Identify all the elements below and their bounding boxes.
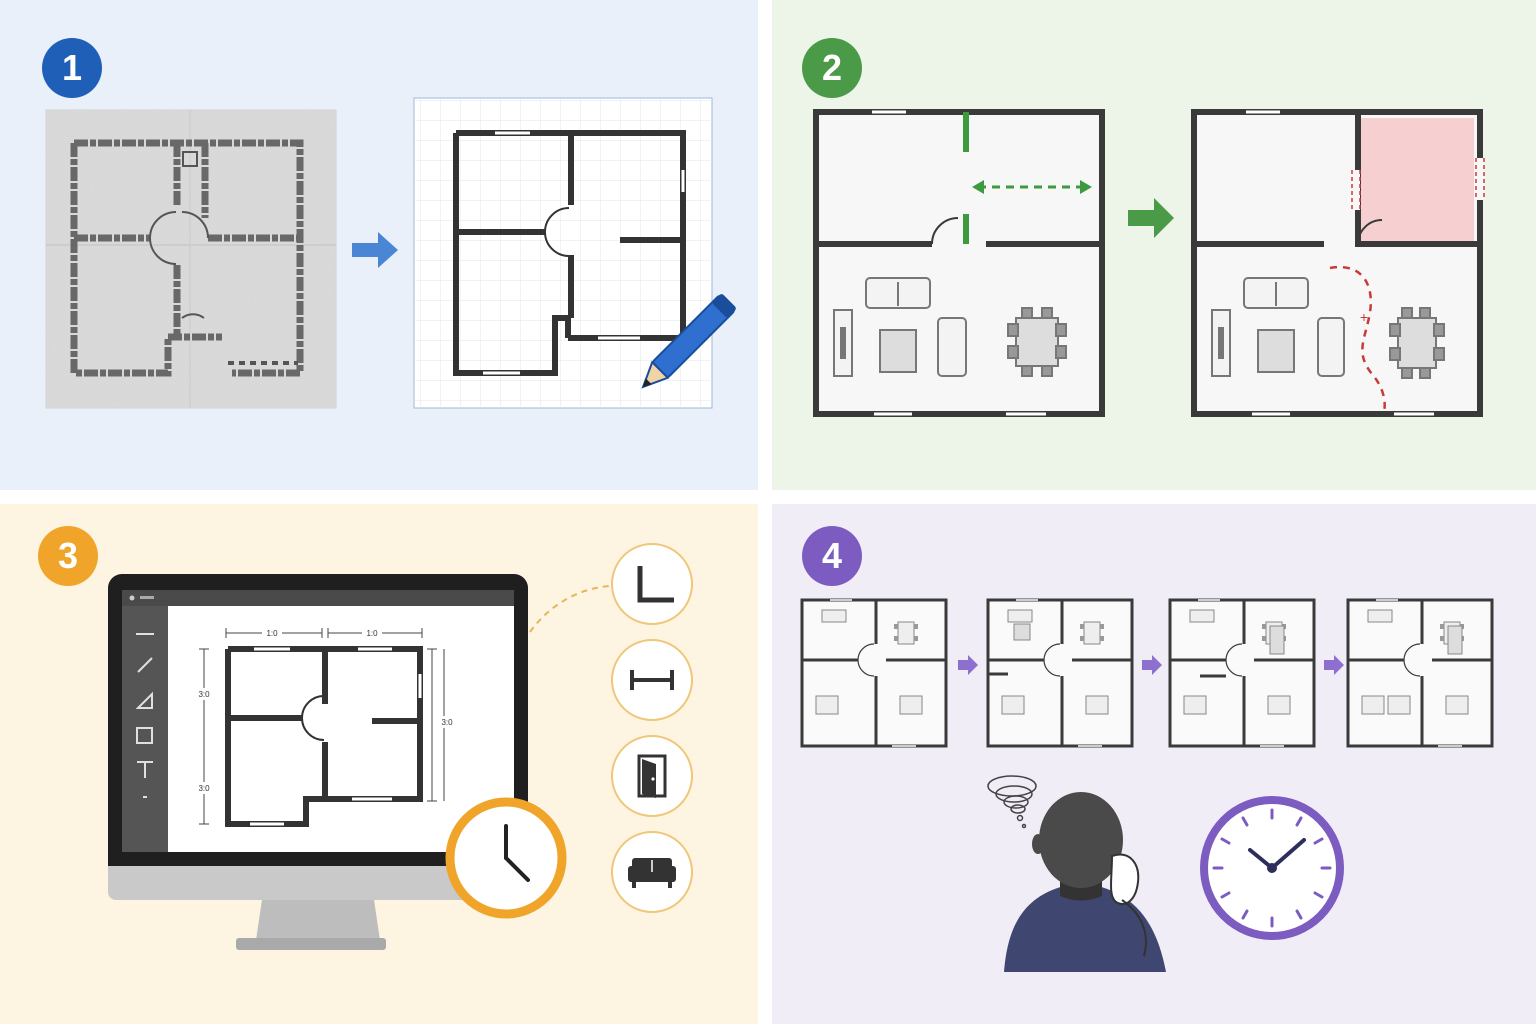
cad-tools	[611, 543, 693, 913]
layout-variant	[800, 598, 948, 748]
sofa-icon[interactable]	[611, 831, 693, 913]
clock-icon	[445, 797, 567, 919]
step-1-illustration	[45, 97, 736, 409]
arrow-right-icon	[1142, 655, 1162, 675]
step-2-panel: + 2	[772, 0, 1536, 490]
highlighted-room	[1356, 118, 1474, 242]
move-wall-arrow-icon	[972, 180, 1092, 194]
step-number: 1	[61, 47, 83, 88]
step-number: 4	[821, 535, 843, 576]
step-3-illustration: 1:0 1:0 3:0 3:0 3:0	[108, 543, 693, 950]
step-number: 2	[821, 47, 843, 88]
step-number-badge: 3	[38, 526, 98, 586]
angle-tool-icon[interactable]	[135, 691, 153, 709]
layout-variants	[800, 598, 1494, 748]
door-icon[interactable]	[611, 735, 693, 817]
step-3-panel: 1:0 1:0 3:0 3:0 3:0	[0, 504, 758, 1024]
layout-variant	[1346, 598, 1494, 748]
layout-variant	[986, 598, 1134, 748]
step-number-badge: 4	[802, 526, 862, 586]
step-2-illustration: +	[813, 109, 1485, 417]
pencil-icon	[641, 294, 736, 389]
dimension-label: 1:0	[266, 629, 278, 638]
wall-corner-icon[interactable]	[611, 543, 693, 625]
arrow-right-icon	[1128, 198, 1174, 238]
rectangle-tool-icon[interactable]	[136, 727, 153, 744]
step-number: 3	[57, 535, 79, 576]
arrow-right-icon	[352, 232, 398, 268]
arrow-right-icon	[1324, 655, 1344, 675]
step-1-panel: 1	[0, 0, 758, 490]
dimension-lines	[199, 628, 445, 825]
step-number-badge: 2	[802, 38, 862, 98]
dimension-label: 3:0	[198, 784, 210, 793]
svg-text:+: +	[1360, 309, 1368, 325]
arrow-right-icon	[958, 655, 978, 675]
clock-icon	[1200, 796, 1344, 940]
old-paper-plan	[45, 109, 337, 409]
plan-before	[813, 109, 1105, 417]
plan-after: +	[1191, 109, 1485, 417]
dimension-label: 3:0	[198, 690, 210, 699]
pencil-tool-icon[interactable]	[137, 657, 153, 673]
cad-floor-plan: 1:0 1:0 3:0 3:0 3:0	[195, 627, 458, 827]
thought-scribble-icon	[987, 775, 1037, 829]
walking-path	[1329, 265, 1386, 413]
living-room-furniture	[833, 277, 1067, 377]
step-number-badge: 1	[42, 38, 102, 98]
text-tool-icon[interactable]	[137, 761, 153, 778]
layout-variant	[1168, 598, 1316, 748]
living-room-furniture	[1211, 277, 1445, 379]
dimension-label: 3:0	[441, 718, 453, 727]
thinking-person	[987, 775, 1166, 972]
step-4-illustration	[800, 598, 1494, 972]
dimension-label: 1:0	[366, 629, 378, 638]
step-4-panel: 4	[772, 504, 1536, 1024]
dimension-icon[interactable]	[611, 639, 693, 721]
